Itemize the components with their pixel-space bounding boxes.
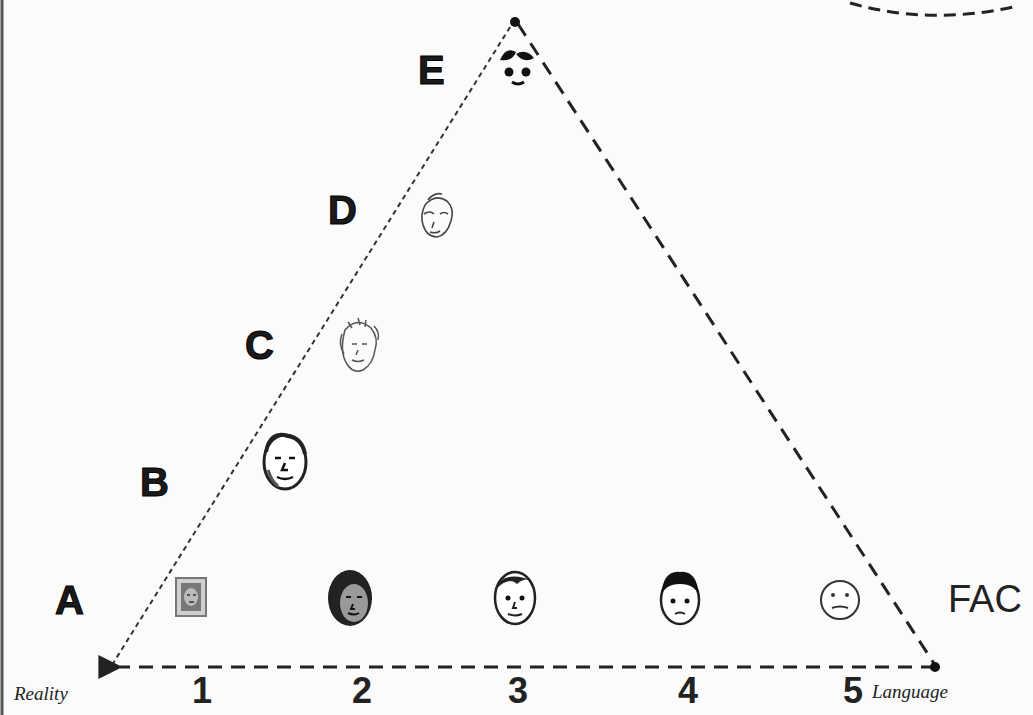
scale-number: 3 [508,673,528,709]
pole-label: Reality [14,684,68,703]
scribble-face [422,194,452,237]
axis-letter: A [55,580,84,620]
vertex-dot [930,662,940,672]
cropped-arc [850,3,1018,15]
realistic-face [328,570,372,626]
iconic-edge [112,24,512,665]
smiley-face [821,581,859,619]
abstract-face [500,50,534,84]
vertex-dot [510,17,520,27]
scale-number: 1 [192,673,212,709]
axis-letter: E [418,50,445,90]
meaning-edge [518,24,935,665]
axis-letter: D [328,190,357,230]
reality-language-axis [120,666,935,669]
scale-number: 4 [678,673,698,709]
shaded-face [264,435,306,489]
sketch-face [340,318,378,371]
scale-number: 2 [352,673,372,709]
axis-letter: C [245,325,274,365]
page-edge [1,0,4,715]
scale-number: 5 [843,673,863,709]
axis-letter: B [140,462,169,502]
cropped-heading: FAC [948,580,1022,618]
pole-label: Language [872,682,948,701]
drawn-face [495,572,535,624]
photo-face [176,578,206,616]
cartoon-face [661,572,699,624]
